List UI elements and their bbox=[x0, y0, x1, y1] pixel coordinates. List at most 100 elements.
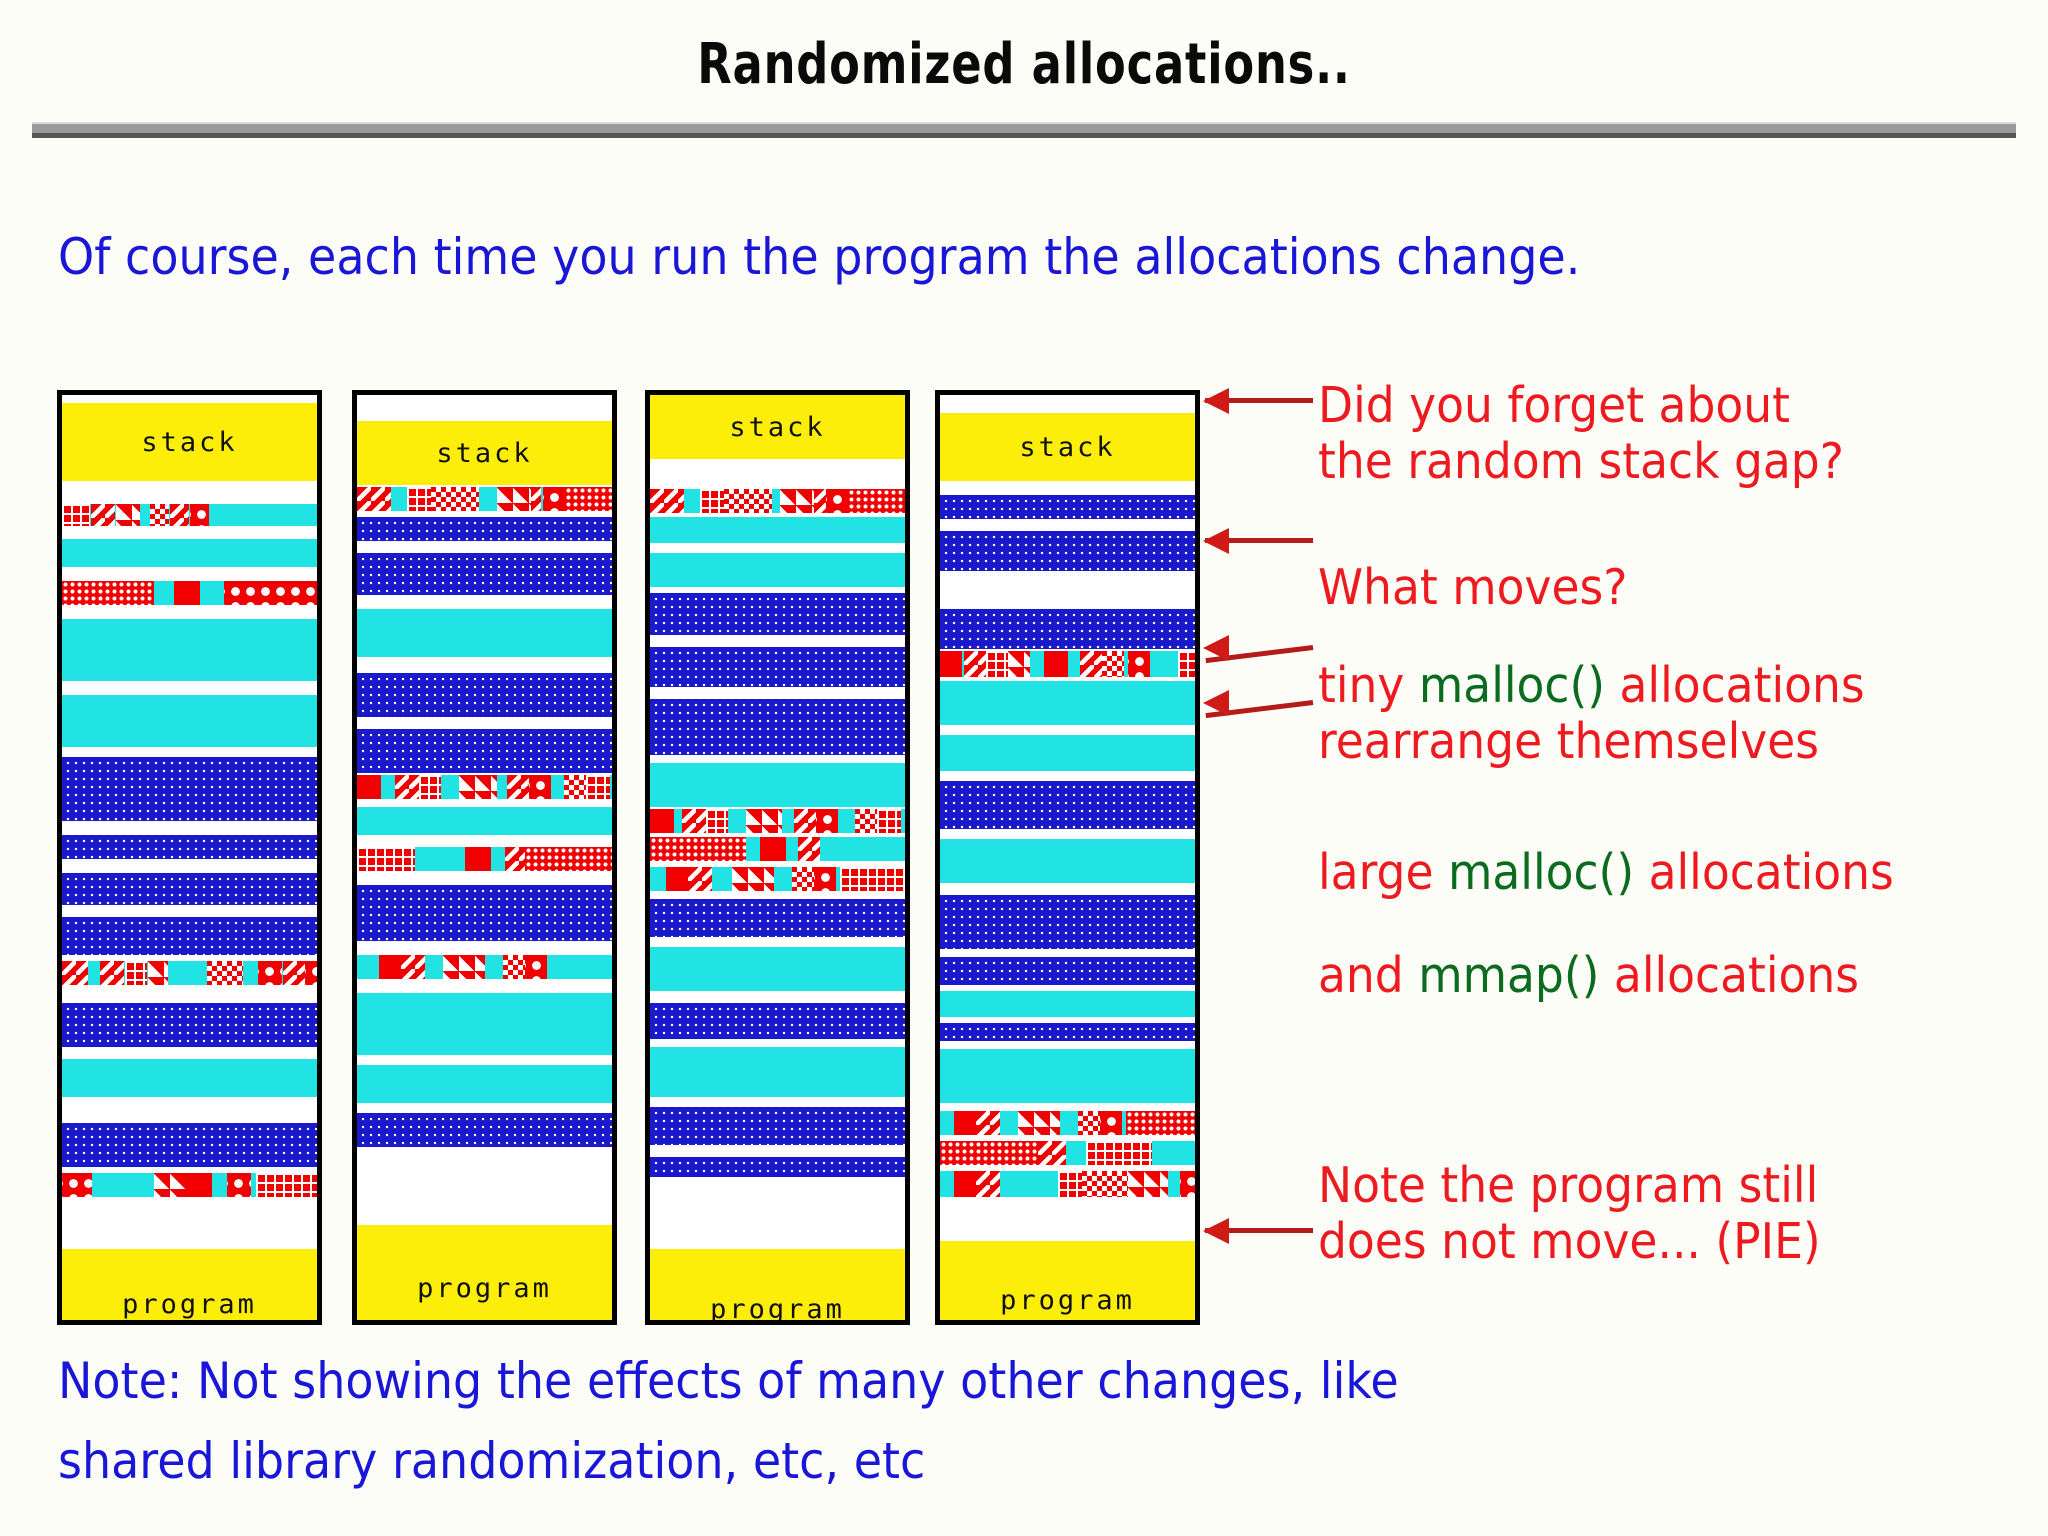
tiny-malloc-chunk bbox=[1178, 651, 1195, 677]
tiny-malloc-chunk bbox=[794, 809, 816, 833]
region-label: stack bbox=[1019, 431, 1116, 463]
tiny-malloc-chunk bbox=[798, 837, 820, 861]
tiny-malloc-chunk bbox=[525, 955, 547, 979]
tiny-malloc-chunk bbox=[792, 867, 814, 891]
region-label: stack bbox=[141, 426, 238, 458]
annotation-large-malloc: large malloc() allocations bbox=[1318, 844, 1894, 901]
tiny-malloc-chunk bbox=[877, 809, 901, 833]
tiny-malloc-chunk bbox=[62, 961, 88, 985]
tiny-malloc-chunk bbox=[976, 1171, 1000, 1197]
memory-region-mmap bbox=[62, 873, 317, 905]
tiny-malloc-chunk bbox=[305, 961, 317, 985]
tiny-malloc-chunk bbox=[780, 489, 814, 513]
memory-region-large-malloc bbox=[650, 1047, 905, 1097]
tiny-malloc-chunk bbox=[186, 1173, 212, 1197]
tiny-malloc-chunk bbox=[497, 487, 531, 511]
arrow-head-icon bbox=[1203, 635, 1229, 661]
tiny-malloc-chunk bbox=[1078, 1111, 1100, 1135]
annotation-prefix: and bbox=[1318, 947, 1419, 1004]
memory-region-tiny-malloc-row bbox=[62, 961, 317, 985]
tiny-malloc-chunk bbox=[732, 867, 774, 891]
region-label: stack bbox=[729, 411, 826, 443]
annotation-suffix: allocations bbox=[1599, 947, 1860, 1004]
arrow-shaft bbox=[1205, 398, 1313, 403]
annotation-line: large malloc() allocations bbox=[1318, 844, 1894, 901]
memory-region-large-malloc bbox=[62, 695, 317, 747]
function-name-malloc: malloc() bbox=[1447, 844, 1635, 901]
tiny-malloc-chunk bbox=[407, 487, 431, 511]
memory-region-large-malloc bbox=[62, 619, 317, 681]
memory-region-mmap bbox=[650, 1157, 905, 1177]
tiny-malloc-chunk bbox=[1100, 1111, 1122, 1135]
memory-region-mmap bbox=[62, 917, 317, 955]
annotation-line: and mmap() allocations bbox=[1318, 947, 1860, 1004]
function-name-mmap: mmap() bbox=[1418, 947, 1600, 1004]
tiny-malloc-chunk bbox=[1018, 1111, 1060, 1135]
memory-region-mmap bbox=[940, 609, 1195, 649]
tiny-malloc-chunk bbox=[826, 489, 848, 513]
region-label: program bbox=[417, 1272, 552, 1304]
intro-text: Of course, each time you run the program… bbox=[58, 228, 1581, 286]
memory-region-mmap bbox=[650, 647, 905, 687]
memory-region-mmap bbox=[62, 1003, 317, 1047]
annotation-tiny-malloc: tiny malloc() allocations rearrange them… bbox=[1318, 657, 1865, 771]
memory-region-large-malloc bbox=[650, 947, 905, 991]
arrow-head-icon bbox=[1203, 690, 1229, 716]
memory-region-tiny-malloc-row bbox=[357, 775, 612, 799]
annotation-what-moves: What moves? bbox=[1318, 559, 1628, 616]
tiny-malloc-chunk bbox=[443, 955, 485, 979]
annotation-suffix: allocations bbox=[1605, 657, 1865, 714]
memory-region-mmap bbox=[357, 729, 612, 773]
memory-region-tiny-malloc-row bbox=[940, 1111, 1195, 1135]
tiny-malloc-chunk bbox=[1080, 651, 1102, 677]
tiny-malloc-chunk bbox=[1038, 1141, 1066, 1165]
memory-region-large-malloc bbox=[357, 807, 612, 835]
arrow-shaft bbox=[1205, 1228, 1313, 1233]
tiny-malloc-chunk bbox=[1128, 651, 1150, 677]
annotation-suffix: allocations bbox=[1634, 844, 1894, 901]
tiny-malloc-chunk bbox=[706, 809, 728, 833]
region-label: program bbox=[122, 1288, 257, 1320]
memory-region-tiny-malloc-row bbox=[62, 1173, 317, 1197]
page-title: Randomized allocations.. bbox=[697, 32, 1351, 97]
tiny-malloc-chunk bbox=[940, 1141, 1038, 1165]
memory-region-tiny-malloc-row bbox=[650, 837, 905, 861]
annotation-line: Note the program still bbox=[1318, 1157, 1819, 1214]
annotation-prefix: tiny bbox=[1318, 657, 1419, 714]
memory-region-tiny-malloc-row bbox=[62, 581, 317, 605]
memory-region-mmap bbox=[650, 699, 905, 755]
annotation-line: What moves? bbox=[1318, 559, 1628, 616]
memory-region-mmap bbox=[940, 895, 1195, 949]
memory-region-tiny-malloc-row bbox=[357, 847, 612, 871]
memory-region-tiny-malloc-row bbox=[650, 489, 905, 513]
tiny-malloc-chunk bbox=[258, 961, 282, 985]
arrow-head-icon bbox=[1203, 1218, 1229, 1244]
tiny-malloc-chunk bbox=[529, 775, 551, 799]
tiny-malloc-chunk bbox=[505, 847, 525, 871]
tiny-malloc-chunk bbox=[154, 1173, 186, 1197]
tiny-malloc-chunk bbox=[531, 487, 541, 511]
tiny-malloc-chunk bbox=[1082, 1171, 1128, 1197]
annotation-prefix: large bbox=[1318, 844, 1448, 901]
tiny-malloc-chunk bbox=[507, 775, 529, 799]
tiny-malloc-chunk bbox=[746, 809, 782, 833]
tiny-malloc-chunk bbox=[814, 867, 836, 891]
memory-region-large-malloc bbox=[357, 993, 612, 1055]
tiny-malloc-chunk bbox=[419, 775, 441, 799]
tiny-malloc-chunk bbox=[525, 847, 612, 871]
memory-region-tiny-malloc-row bbox=[650, 867, 905, 891]
tiny-malloc-chunk bbox=[503, 955, 525, 979]
annotation-mmap: and mmap() allocations bbox=[1318, 947, 1860, 1004]
annotation-line: does not move... (PIE) bbox=[1318, 1213, 1821, 1271]
arrow-head-icon bbox=[1203, 388, 1229, 414]
title-divider bbox=[32, 122, 2016, 138]
tiny-malloc-chunk bbox=[62, 581, 154, 605]
tiny-malloc-chunk bbox=[150, 504, 169, 526]
memory-region-mmap bbox=[940, 495, 1195, 519]
tiny-malloc-chunk bbox=[1180, 1171, 1195, 1197]
tiny-malloc-chunk bbox=[148, 961, 168, 985]
tiny-malloc-chunk bbox=[964, 651, 986, 677]
